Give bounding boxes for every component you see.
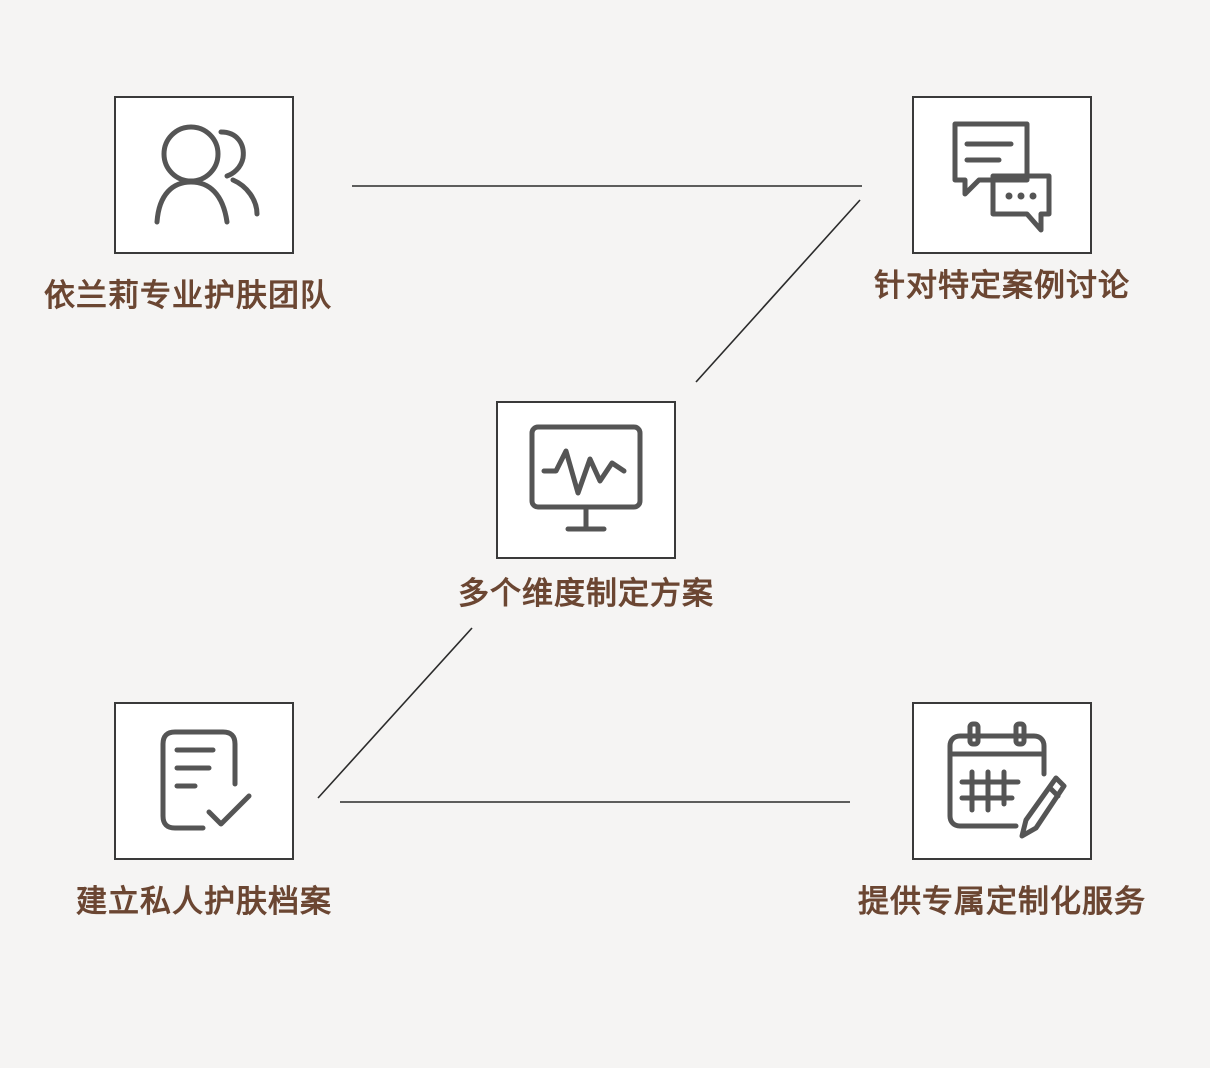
document-check-icon [160, 729, 252, 831]
chat-messages-icon [952, 121, 1052, 233]
node-service-box [912, 702, 1092, 860]
node-service-label: 提供专属定制化服务 [858, 884, 1146, 920]
node-team-label: 依兰莉专业护肤团队 [44, 278, 332, 314]
node-plan-box [496, 401, 676, 559]
node-archive-box [114, 702, 294, 860]
node-discussion-label: 针对特定案例讨论 [874, 268, 1130, 304]
node-discussion-box [912, 96, 1092, 254]
node-team-box [114, 96, 294, 254]
node-plan-label: 多个维度制定方案 [458, 576, 714, 612]
monitor-pulse-icon [529, 424, 643, 532]
node-archive-label: 建立私人护肤档案 [76, 884, 332, 920]
connector-discussion-to-plan [695, 199, 861, 383]
calendar-edit-icon [947, 721, 1067, 839]
connector-plan-to-archive [317, 627, 473, 799]
users-icon [154, 124, 260, 225]
